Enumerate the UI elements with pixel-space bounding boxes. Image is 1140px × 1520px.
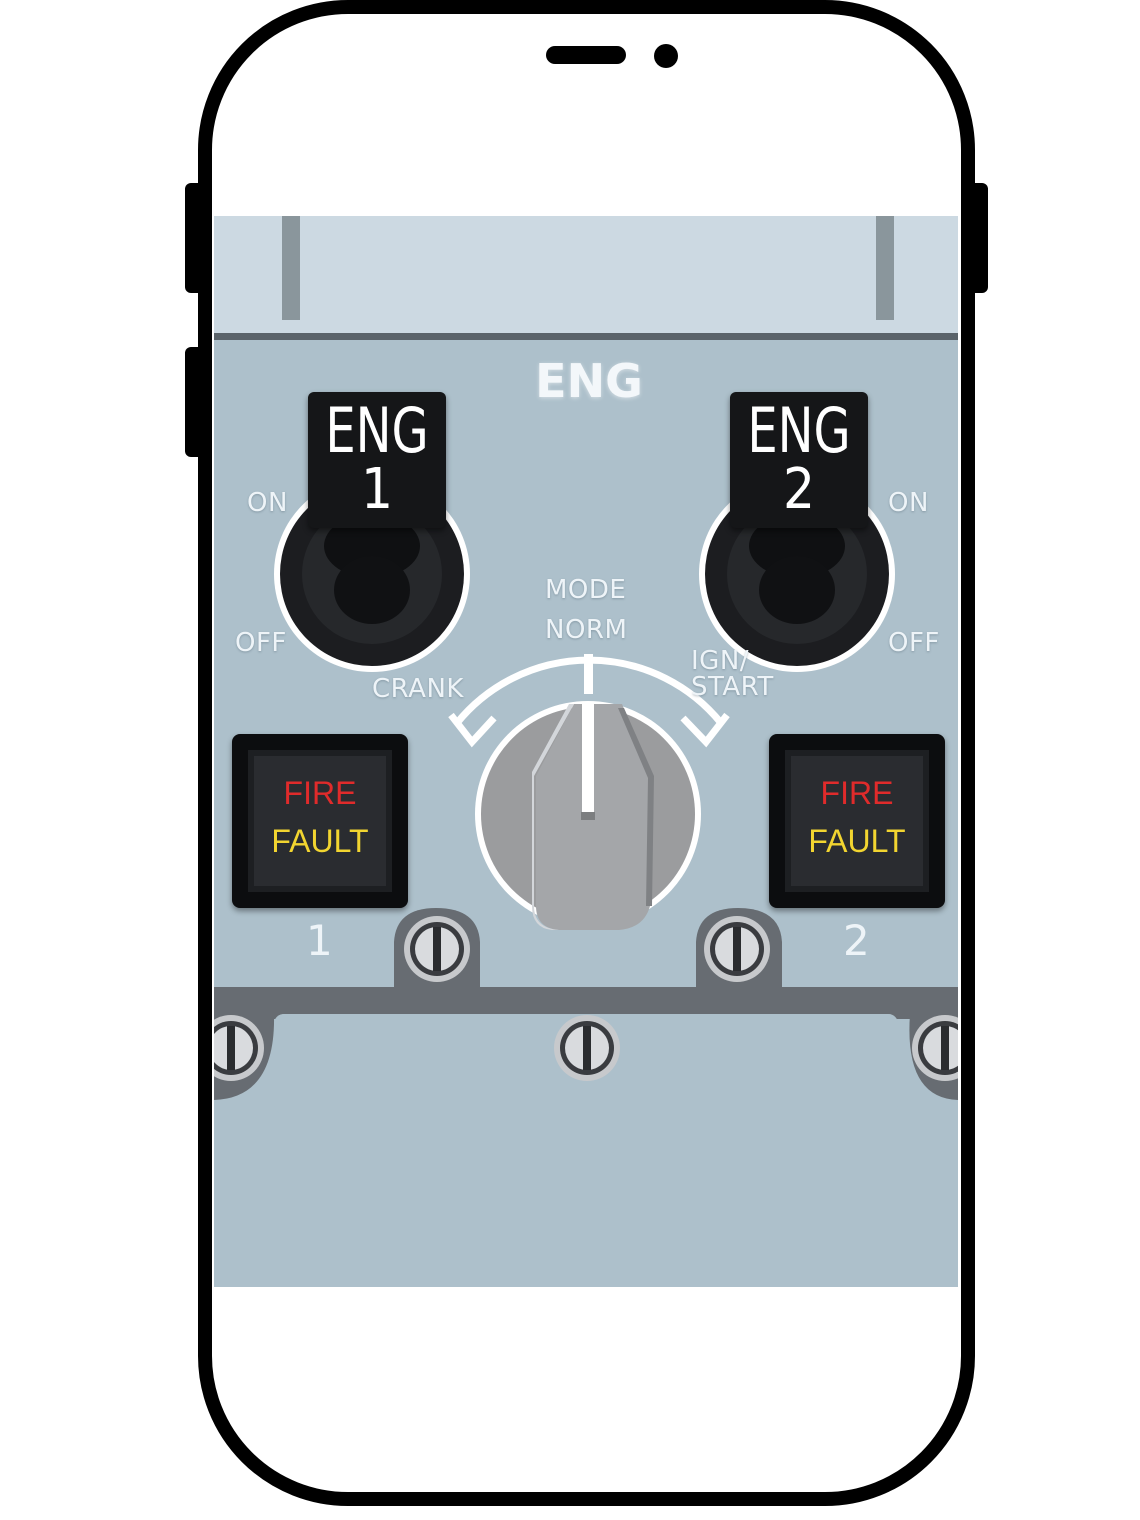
panel-title: ENG — [535, 354, 643, 408]
eng-1-annunciator: FIRE FAULT — [248, 750, 392, 892]
upper-rail-left — [282, 216, 300, 320]
crank-tick-mark — [448, 712, 497, 748]
screw — [214, 1015, 264, 1081]
engine-panel: ENG ENG 1 ENG 2 ON OFF ON OFF MODE NORM … — [214, 216, 958, 1287]
eng-1-on-label: ON — [247, 488, 288, 518]
panel-divider — [214, 333, 958, 340]
eng-2-number: 2 — [782, 457, 816, 522]
eng-2-fault-light: FAULT — [808, 823, 906, 859]
eng-1-off-label: OFF — [235, 628, 287, 658]
eng-2-annunciator: FIRE FAULT — [785, 750, 929, 892]
mode-ign-start-label: IGN/ START — [691, 646, 774, 702]
phone-speaker — [546, 46, 626, 64]
phone-camera — [654, 44, 678, 68]
eng-1-fire-fault-button[interactable]: FIRE FAULT — [232, 734, 408, 908]
mode-norm-label: NORM — [545, 615, 628, 645]
eng-2-on-label: ON — [888, 488, 929, 518]
screw — [704, 916, 770, 982]
bottom-rail — [214, 987, 958, 1019]
eng-1-fire-light: FIRE — [283, 775, 357, 811]
upper-rail-right — [876, 216, 894, 320]
eng-1-label: ENG — [325, 394, 429, 467]
eng-2-label: ENG — [747, 394, 851, 467]
eng-2-master-switch[interactable]: ENG 2 — [730, 392, 868, 528]
eng-2-fire-light: FIRE — [820, 775, 894, 811]
eng-2-fire-fault-button[interactable]: FIRE FAULT — [769, 734, 945, 908]
eng-1-number: 1 — [360, 457, 394, 522]
norm-tick-mark — [584, 654, 593, 694]
screw — [554, 1015, 620, 1081]
mode-label: MODE — [545, 575, 627, 605]
eng-1-number-label: 1 — [306, 916, 333, 965]
eng-2-number-label: 2 — [843, 916, 870, 965]
mode-selector-knob — [475, 701, 701, 930]
eng-1-fault-light: FAULT — [271, 823, 369, 859]
panel-artwork — [214, 216, 958, 1287]
mode-selector[interactable] — [476, 702, 700, 926]
eng-2-off-label: OFF — [888, 628, 940, 658]
screw — [404, 916, 470, 982]
ign-start-tick-mark — [680, 712, 730, 748]
eng-1-master-switch[interactable]: ENG 1 — [308, 392, 446, 528]
screw — [912, 1015, 958, 1081]
mode-crank-label: CRANK — [372, 674, 464, 704]
upper-panel-strip — [214, 216, 958, 334]
